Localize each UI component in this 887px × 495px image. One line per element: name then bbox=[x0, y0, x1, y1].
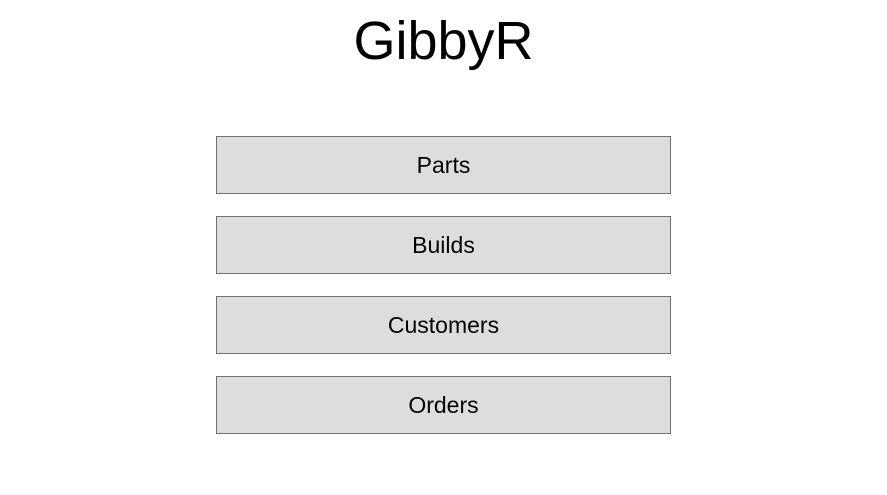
customers-button[interactable]: Customers bbox=[216, 296, 671, 354]
app-title: GibbyR bbox=[353, 11, 534, 71]
parts-button[interactable]: Parts bbox=[216, 136, 671, 194]
main-menu: Parts Builds Customers Orders bbox=[216, 136, 671, 434]
orders-button[interactable]: Orders bbox=[216, 376, 671, 434]
builds-button[interactable]: Builds bbox=[216, 216, 671, 274]
